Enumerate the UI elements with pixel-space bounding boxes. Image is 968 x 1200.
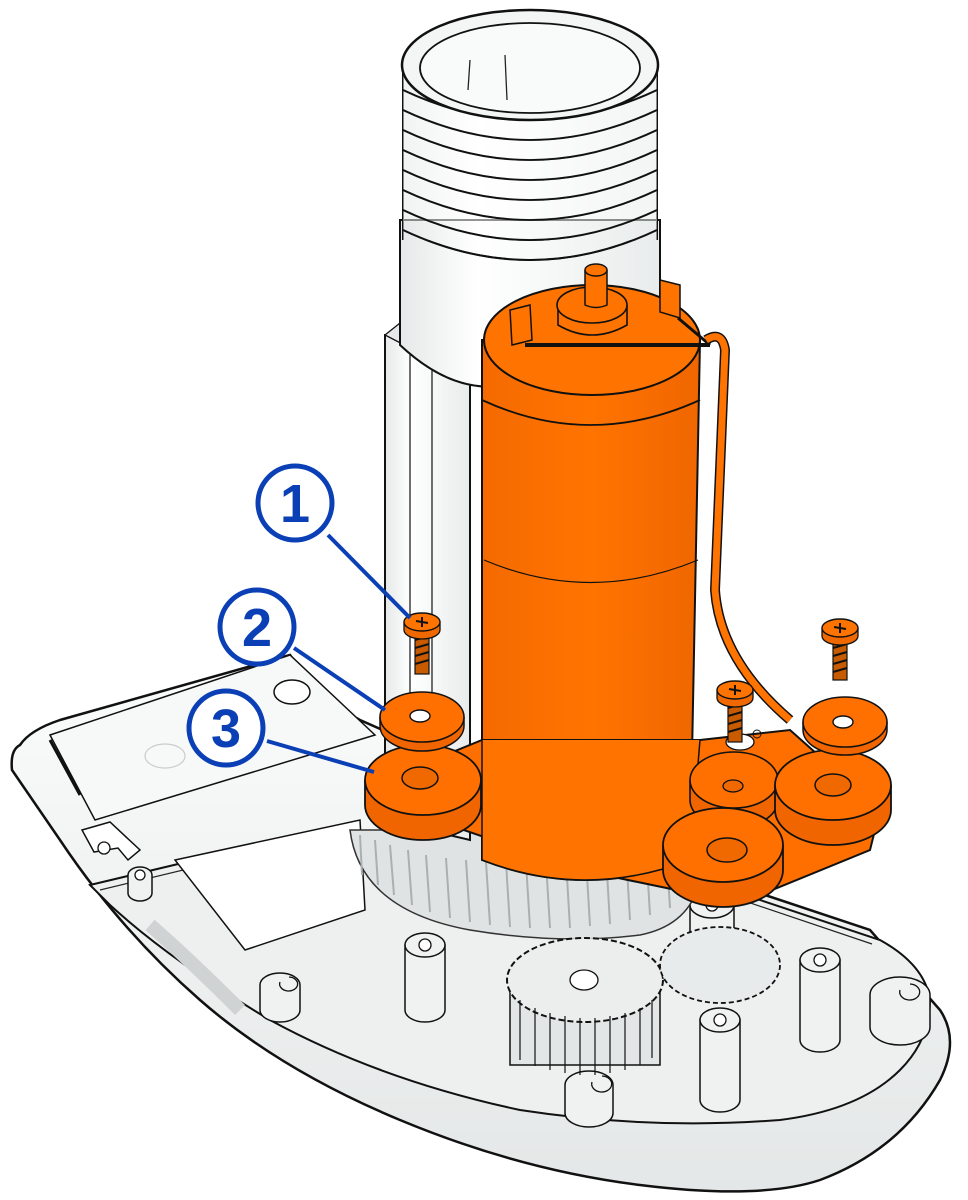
screw-mid [716,680,754,743]
washers [379,691,888,756]
grommet-left [364,744,482,841]
washer-right [802,696,888,756]
small-gears [506,926,781,1075]
callout-2-label: 2 [242,598,272,658]
spur-gear-front [506,937,664,1075]
grommet-right [774,749,892,846]
screws [403,612,859,743]
screw-right [821,618,859,681]
washer-left [379,691,465,752]
grommet-front [662,807,784,908]
callout-1-label: 1 [280,474,310,534]
callout-3: 3 [186,688,375,774]
screw-left [403,612,441,675]
callout-2: 2 [217,587,387,712]
callout-1: 1 [255,463,412,620]
spur-gear-rear [659,926,781,1004]
grommets [364,744,892,908]
callout-3-label: 3 [211,699,241,759]
